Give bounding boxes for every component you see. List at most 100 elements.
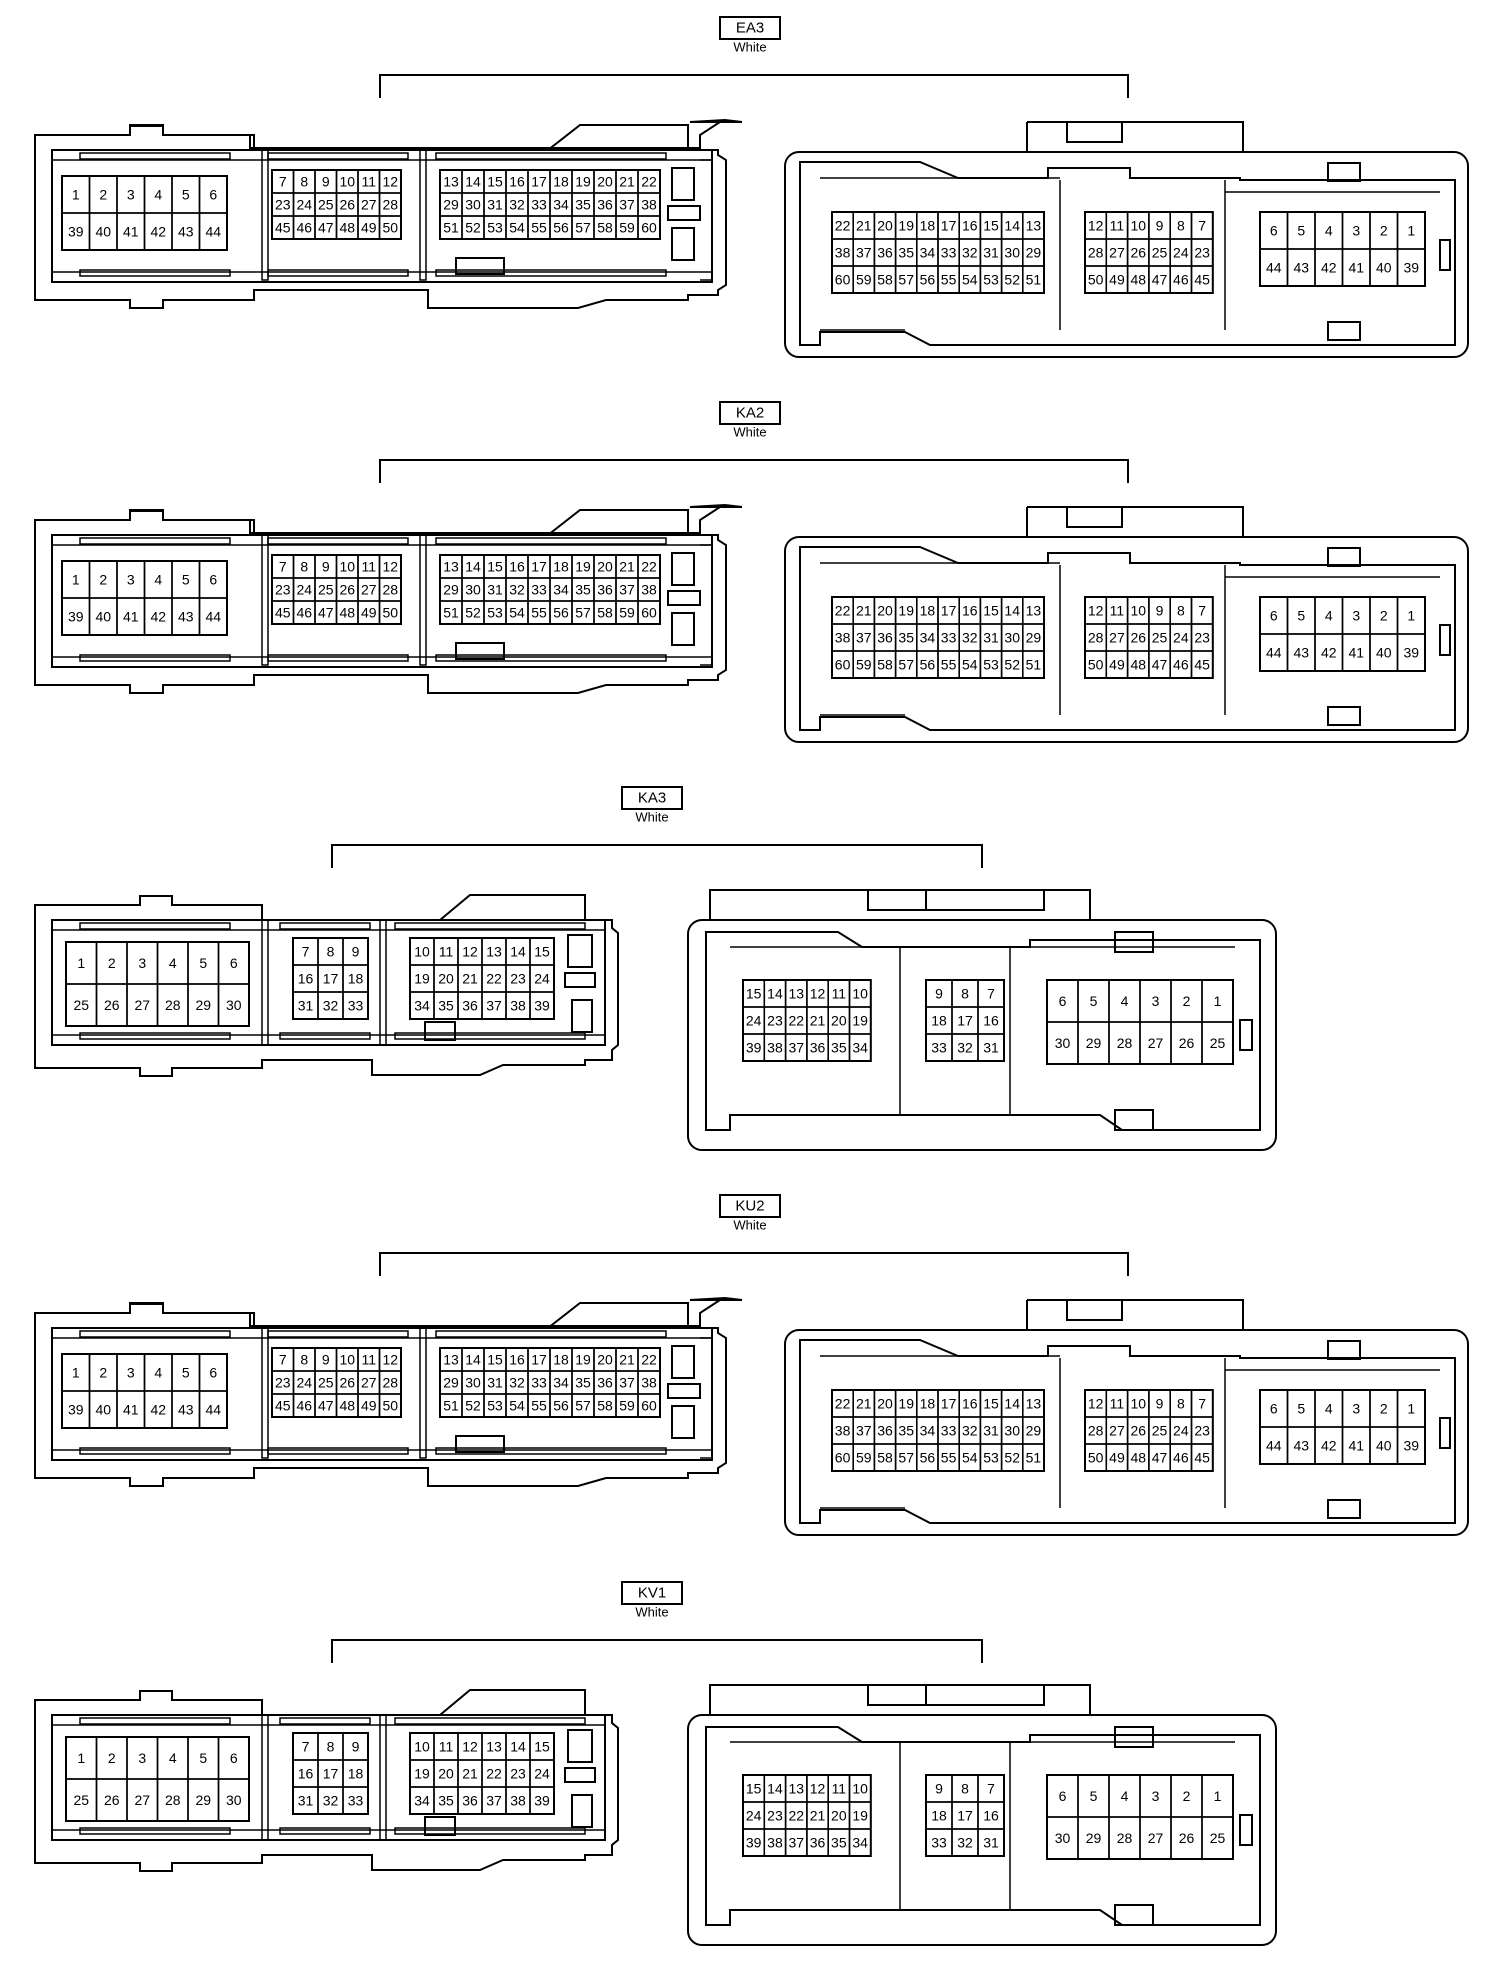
housing-part xyxy=(1439,1417,1451,1449)
pin-number: 47 xyxy=(1152,1450,1168,1466)
pin-number: 12 xyxy=(382,174,398,190)
pin-number: 45 xyxy=(1194,272,1210,288)
pin-number: 25 xyxy=(73,997,89,1013)
pin-number: 51 xyxy=(443,1398,459,1414)
pin-number: 9 xyxy=(935,1781,943,1797)
housing-part xyxy=(564,972,596,988)
housing-part xyxy=(279,922,371,930)
pin-number: 31 xyxy=(983,1835,999,1851)
pin-number: 13 xyxy=(443,174,459,190)
pin-number: 16 xyxy=(962,603,978,619)
pin-number: 4 xyxy=(1325,223,1333,239)
pin-number: 38 xyxy=(641,1375,657,1391)
pin-number: 60 xyxy=(641,605,657,621)
bracket-line xyxy=(379,1252,1129,1276)
housing-part xyxy=(419,1327,427,1459)
pin-number: 30 xyxy=(1055,1830,1071,1846)
housing-part xyxy=(925,889,1045,911)
pin-cell xyxy=(198,597,228,636)
pin-number: 54 xyxy=(962,657,978,673)
pin-number: 33 xyxy=(941,1423,957,1439)
pin-number: 49 xyxy=(1109,1450,1125,1466)
housing-part xyxy=(424,1021,456,1041)
pin-number: 27 xyxy=(1148,1035,1164,1051)
pin-number: 29 xyxy=(443,197,459,213)
pin-number: 7 xyxy=(302,1739,310,1755)
pin-number: 35 xyxy=(575,582,591,598)
pin-number: 14 xyxy=(510,944,526,960)
pin-number: 15 xyxy=(487,559,503,575)
pin-number: 59 xyxy=(619,1398,635,1414)
pin-number: 29 xyxy=(1026,1423,1042,1439)
housing-outline xyxy=(1027,506,1244,537)
pin-number: 44 xyxy=(1266,1438,1282,1454)
pin-number: 7 xyxy=(1198,603,1206,619)
pin-number: 13 xyxy=(443,559,459,575)
pin-number: 41 xyxy=(123,609,139,625)
pin-number: 25 xyxy=(318,582,334,598)
pin-number: 13 xyxy=(1026,218,1042,234)
pin-number: 9 xyxy=(1156,1396,1164,1412)
pin-number: 11 xyxy=(1110,218,1125,234)
pin-number: 17 xyxy=(957,1013,973,1029)
pin-number: 23 xyxy=(275,197,291,213)
pin-number: 3 xyxy=(138,1750,146,1766)
pin-number: 23 xyxy=(767,1808,783,1824)
housing-part xyxy=(261,1714,269,1841)
pin-number: 31 xyxy=(487,1375,503,1391)
pin-number: 38 xyxy=(835,245,851,261)
pin-number: 34 xyxy=(920,1423,936,1439)
housing-part xyxy=(79,654,231,662)
pin-number: 9 xyxy=(352,1739,360,1755)
pin-cell xyxy=(848,1033,872,1062)
pin-number: 27 xyxy=(361,1375,377,1391)
housing-outline xyxy=(700,544,712,666)
pin-number: 53 xyxy=(983,1450,999,1466)
pin-number: 38 xyxy=(767,1835,783,1851)
pin-number: 1 xyxy=(72,1365,80,1381)
pin-number: 5 xyxy=(1297,1401,1305,1417)
pin-number: 5 xyxy=(199,1750,207,1766)
housing-part xyxy=(925,1684,1045,1706)
pin-number: 30 xyxy=(465,582,481,598)
pin-number: 47 xyxy=(318,605,334,621)
pin-number: 32 xyxy=(962,1423,978,1439)
pin-number: 3 xyxy=(1352,1401,1360,1417)
pin-number: 38 xyxy=(510,998,526,1014)
pin-number: 28 xyxy=(382,582,398,598)
pin-number: 2 xyxy=(99,187,107,203)
pin-number: 49 xyxy=(1109,272,1125,288)
pin-number: 39 xyxy=(746,1835,762,1851)
pin-number: 27 xyxy=(1109,1423,1125,1439)
pin-cell xyxy=(1201,1021,1234,1065)
pin-number: 1 xyxy=(1214,1788,1222,1804)
housing-part xyxy=(267,654,409,662)
pin-number: 33 xyxy=(931,1835,947,1851)
housing-part xyxy=(867,889,927,911)
pin-number: 15 xyxy=(534,1739,550,1755)
pin-number: 25 xyxy=(318,197,334,213)
pin-number: 10 xyxy=(1130,218,1146,234)
pin-number: 13 xyxy=(486,944,502,960)
pin-number: 39 xyxy=(68,609,84,625)
pin-number: 60 xyxy=(641,1398,657,1414)
pin-cell xyxy=(1396,633,1426,672)
pin-number: 15 xyxy=(746,986,762,1002)
housing-part xyxy=(1066,121,1123,143)
pin-number: 3 xyxy=(1352,608,1360,624)
pin-number: 43 xyxy=(178,224,194,240)
pin-number: 5 xyxy=(1090,1788,1098,1804)
pin-number: 31 xyxy=(298,998,314,1014)
pin-number: 31 xyxy=(983,630,999,646)
pin-number: 49 xyxy=(1109,657,1125,673)
pin-number: 60 xyxy=(835,1450,851,1466)
housing-part xyxy=(1114,931,1154,953)
pin-number: 41 xyxy=(123,1402,139,1418)
pin-number: 20 xyxy=(877,603,893,619)
housing-part xyxy=(79,152,231,160)
